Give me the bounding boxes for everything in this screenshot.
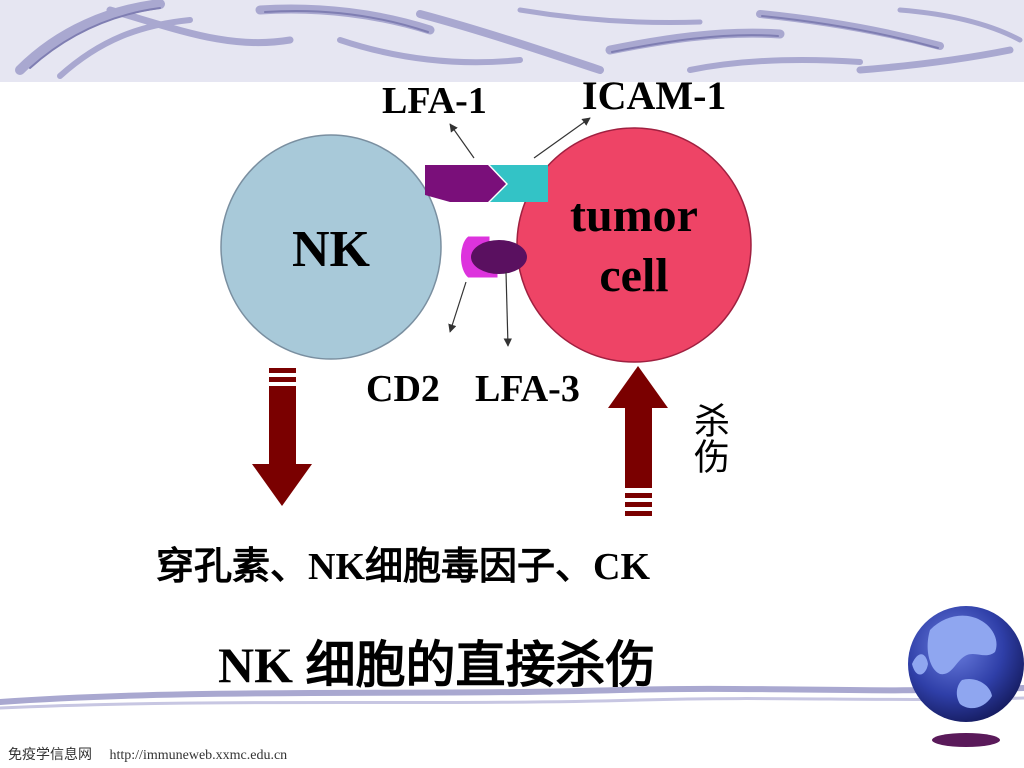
footer-url[interactable]: http://immuneweb.xxmc.edu.cn: [109, 748, 288, 763]
up-arrow: [608, 366, 668, 516]
slide-title: NK 细胞的直接杀伤: [218, 637, 656, 693]
lfa3-label: LFA-3: [475, 368, 580, 410]
lfa1-label: LFA-1: [382, 80, 487, 122]
lfa3-pointer: [503, 271, 512, 347]
lfa3-ligand: [471, 240, 527, 274]
lfa1-pointer: [449, 123, 475, 159]
effector-caption: 穿孔素、NK细胞毒因子、CK: [156, 546, 651, 588]
nk-label: NK: [292, 221, 370, 278]
icam1-label: ICAM-1: [582, 73, 727, 118]
tumor-label-line1: tumor: [570, 189, 698, 242]
nk-cell: [220, 134, 442, 360]
lfa1-receptor: [425, 165, 506, 202]
label-pointers: [448, 117, 591, 347]
footer-site-name: 免疫学信息网: [8, 748, 92, 763]
icam1-ligand: [490, 165, 548, 202]
cd2-label: CD2: [366, 368, 440, 410]
icam1-pointer: [533, 117, 591, 159]
tumor-label-line2: cell: [599, 249, 669, 302]
footer: 免疫学信息网 http://immuneweb.xxmc.edu.cn: [8, 744, 301, 764]
cd2-pointer: [448, 281, 467, 333]
down-arrow: [252, 368, 312, 506]
tumor-label: tumor cell: [549, 186, 719, 306]
globe-icon: [908, 606, 1024, 747]
top-banner: [0, 0, 1024, 82]
bottom-swirl: [0, 685, 1024, 710]
kill-label: 杀伤: [688, 402, 729, 474]
